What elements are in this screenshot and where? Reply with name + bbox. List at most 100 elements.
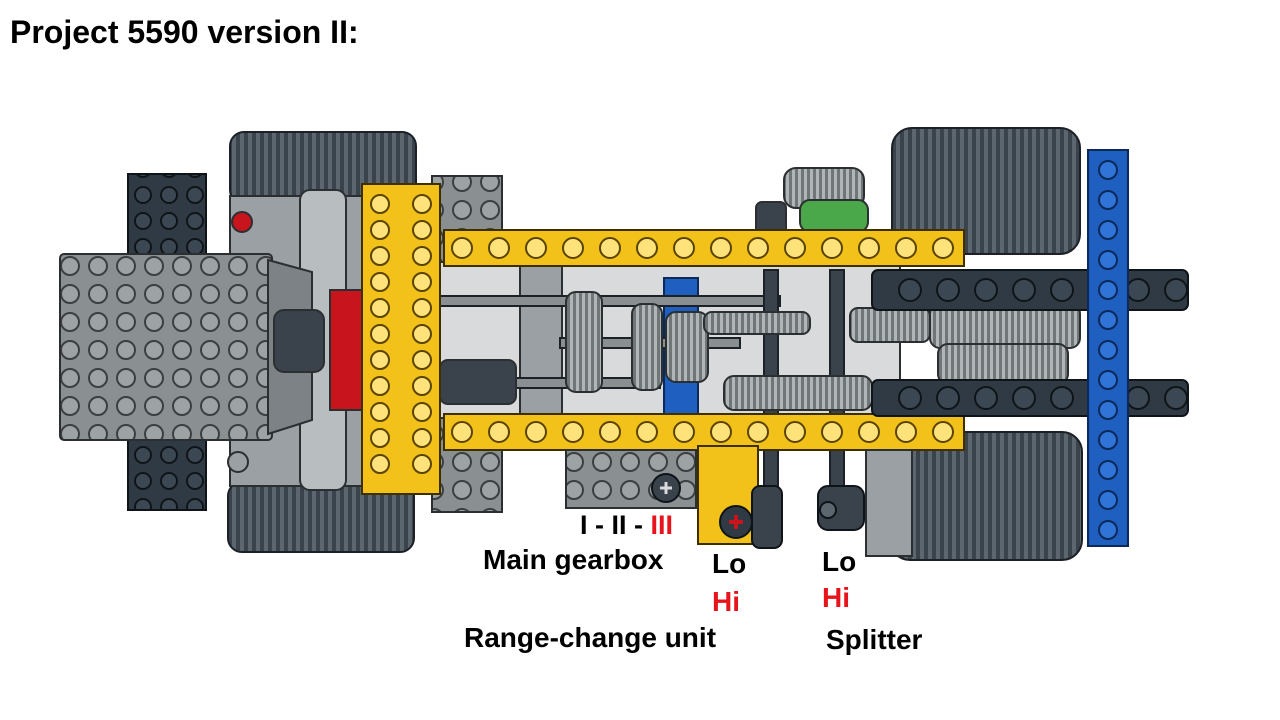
beam-hole — [370, 246, 390, 266]
beam-hole — [599, 421, 621, 443]
liftarm-hole — [1050, 278, 1074, 302]
beam-hole — [895, 237, 917, 259]
beam-hole — [562, 421, 584, 443]
beam-hole — [1098, 250, 1118, 270]
beam-hole — [488, 237, 510, 259]
liftarm-hole — [936, 278, 960, 302]
beam-hole — [636, 421, 658, 443]
beam-hole — [932, 237, 954, 259]
beam-hole — [525, 237, 547, 259]
blue-beam-holes — [1098, 160, 1118, 540]
beam-hole — [784, 421, 806, 443]
liftarm-hole — [974, 278, 998, 302]
liftarm-hole — [898, 386, 922, 410]
yellow-beam-bottom-holes — [451, 421, 954, 443]
beam-hole — [784, 237, 806, 259]
liftarm-hole — [898, 278, 922, 302]
beam-hole — [1098, 340, 1118, 360]
range-lo-label: Lo — [712, 548, 747, 579]
yellow-beam-top — [443, 229, 965, 267]
beam-hole — [412, 298, 432, 318]
gray-liftarm — [519, 265, 563, 415]
gear-separator: - — [626, 510, 651, 540]
beam-hole — [1098, 430, 1118, 450]
beam-hole — [412, 246, 432, 266]
beam-hole — [599, 237, 621, 259]
liftarm-hole — [1126, 386, 1150, 410]
yellow-beam-top-holes — [451, 237, 954, 259]
beam-hole — [858, 421, 880, 443]
range-change-unit-label: Range-change unit — [464, 622, 717, 653]
beam-hole — [412, 194, 432, 214]
main-gearbox-gears-label: I - II - III — [580, 510, 673, 541]
gear-separator: - — [587, 510, 612, 540]
beam-hole — [370, 350, 390, 370]
beam-hole — [858, 237, 880, 259]
beam-hole — [370, 428, 390, 448]
beam-hole — [1098, 460, 1118, 480]
beam-hole — [370, 324, 390, 344]
beam-hole — [451, 237, 473, 259]
dark-liftarm-holes — [898, 278, 1188, 410]
beam-hole — [636, 237, 658, 259]
liftarm-hole — [1050, 386, 1074, 410]
main-gearbox-knob — [651, 473, 681, 503]
splitter-label: Splitter — [826, 624, 923, 655]
beam-hole — [710, 421, 732, 443]
liftarm-hole — [974, 386, 998, 410]
splitter-lo-label: Lo — [822, 546, 857, 577]
beam-hole — [1098, 400, 1118, 420]
page-title: Project 5590 version II: — [10, 14, 359, 50]
liftarm-hole — [1012, 386, 1036, 410]
beam-hole — [710, 237, 732, 259]
liftarm-hole — [1126, 278, 1150, 302]
liftarm-hole — [1164, 278, 1188, 302]
splitter-bracket — [865, 449, 913, 557]
gear-cluster — [273, 167, 1081, 411]
beam-hole — [747, 421, 769, 443]
beam-hole — [673, 421, 695, 443]
splitter-hi-label: Hi — [822, 582, 850, 613]
liftarm-hole — [1164, 386, 1188, 410]
beam-hole — [412, 376, 432, 396]
main-gearbox-label: Main gearbox — [483, 544, 664, 575]
beam-hole — [412, 428, 432, 448]
beam-hole — [932, 421, 954, 443]
beam-hole — [673, 237, 695, 259]
beam-hole — [370, 298, 390, 318]
beam-hole — [1098, 190, 1118, 210]
beam-hole — [1098, 370, 1118, 390]
liftarm-hole — [1012, 278, 1036, 302]
beam-hole — [412, 324, 432, 344]
beam-hole — [1098, 280, 1118, 300]
beam-hole — [370, 376, 390, 396]
beam-hole — [1098, 310, 1118, 330]
beam-hole — [412, 350, 432, 370]
splitter-knob — [817, 485, 865, 531]
beam-hole — [412, 272, 432, 292]
beam-hole — [370, 402, 390, 422]
rear-wheel-top — [891, 127, 1081, 255]
beam-hole — [562, 237, 584, 259]
yellow-beam-bottom — [443, 413, 965, 451]
beam-hole — [370, 272, 390, 292]
beam-hole — [412, 454, 432, 474]
beam-hole — [895, 421, 917, 443]
beam-hole — [1098, 220, 1118, 240]
beam-hole — [1098, 520, 1118, 540]
beam-hole — [412, 402, 432, 422]
beam-hole — [525, 421, 547, 443]
beam-hole — [488, 421, 510, 443]
gear-1-label: I — [580, 510, 588, 540]
beam-hole — [412, 220, 432, 240]
beam-hole — [370, 454, 390, 474]
gear-2-label: II — [611, 510, 627, 540]
beam-hole — [821, 421, 843, 443]
beam-hole — [451, 421, 473, 443]
beam-hole — [370, 220, 390, 240]
beam-hole — [821, 237, 843, 259]
beam-hole — [370, 194, 390, 214]
beam-hole — [1098, 490, 1118, 510]
range-hi-label: Hi — [712, 586, 740, 617]
